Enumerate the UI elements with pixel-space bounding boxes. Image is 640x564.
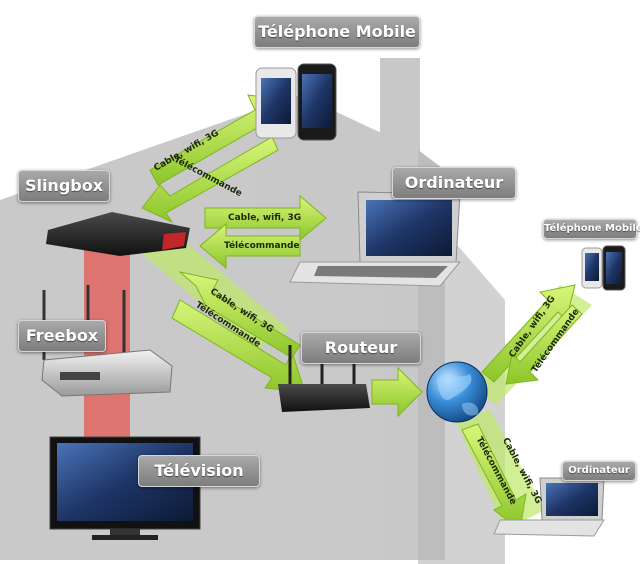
house-chimney	[380, 58, 420, 158]
link-label-ordinateur-cable: Cable, wifi, 3G	[228, 213, 302, 223]
label-routeur: Routeur	[301, 332, 421, 364]
laptop-device	[289, 191, 462, 287]
label-ordinateur: Ordinateur	[392, 167, 516, 199]
label-slingbox: Slingbox	[18, 170, 110, 202]
arrow-freebox-router-in	[178, 271, 301, 359]
arrow-globe-phone-out	[481, 284, 576, 383]
arrow-globe-laptop-out	[461, 423, 527, 531]
label-ordinateur-remote: Ordinateur	[562, 461, 636, 481]
phone-device	[255, 63, 337, 141]
television-device	[49, 436, 201, 540]
remote-phone-device	[581, 245, 626, 291]
remote-laptop-device	[493, 477, 605, 537]
arrow-router-globe	[371, 366, 423, 418]
label-television: Télévision	[138, 455, 260, 487]
slingbox-device	[46, 212, 190, 256]
label-freebox: Freebox	[18, 320, 106, 352]
label-telephone-mobile: Téléphone Mobile	[254, 16, 420, 48]
arrow-globe-phone-in	[505, 304, 583, 385]
link-label-ordinateur-remote: Télécommande	[224, 241, 300, 251]
internet-globe	[426, 361, 488, 423]
label-telephone-mobile-remote: Téléphone Mobile	[543, 219, 640, 239]
arrow-slingbox-phone-in	[141, 136, 279, 224]
arrow-slingbox-ordinateur-in	[199, 222, 301, 270]
